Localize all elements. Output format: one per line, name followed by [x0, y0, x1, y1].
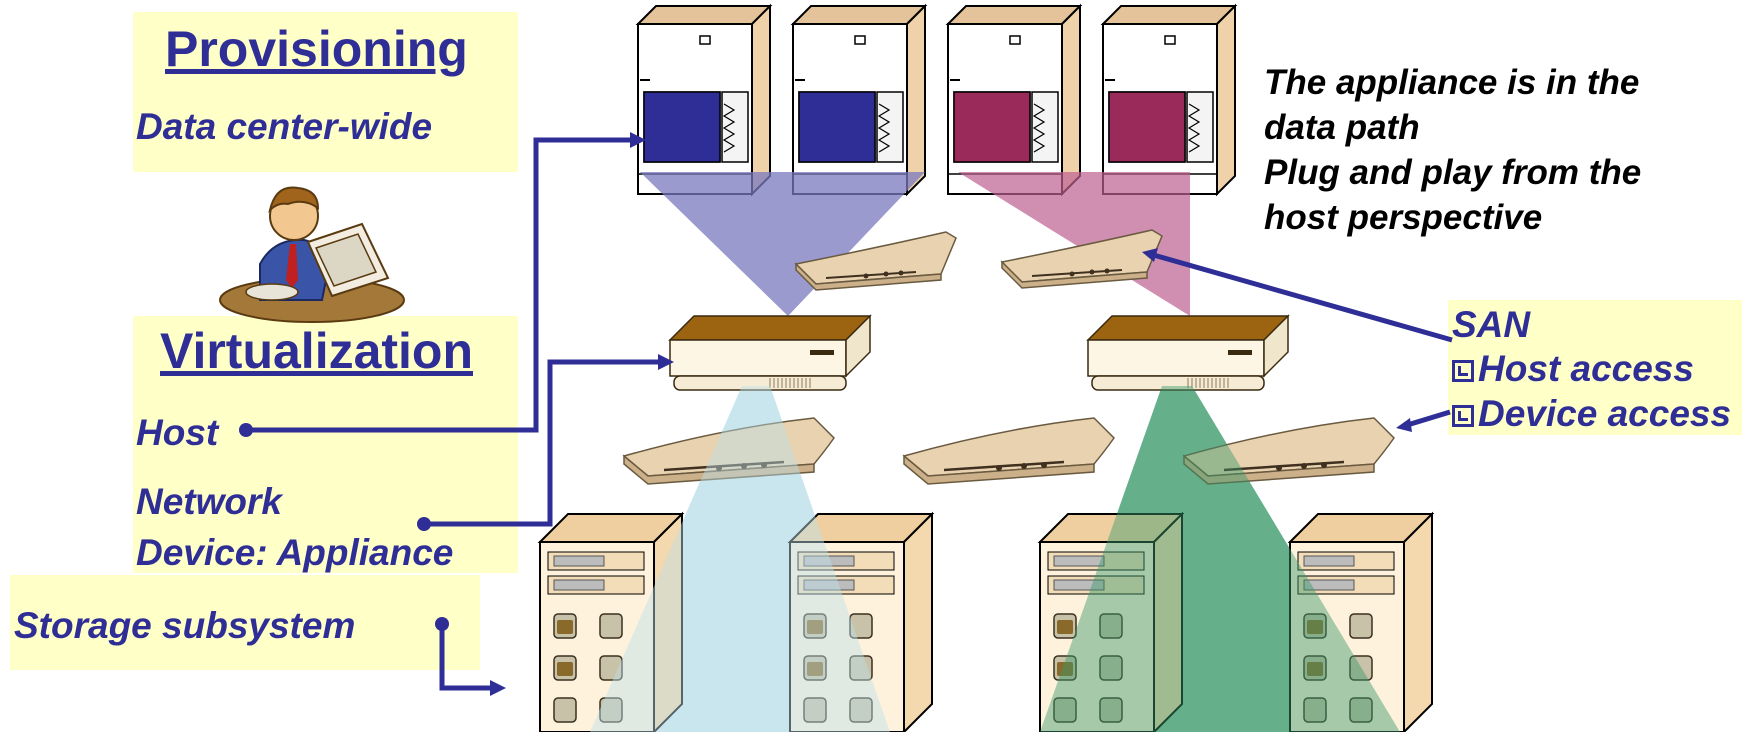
storage-box [10, 575, 480, 670]
device-access-label: Device access [1478, 393, 1732, 434]
pink-virtual-cone [958, 172, 1190, 316]
device-appliance-label: Device: Appliance [136, 532, 454, 573]
appliance-note: The appliance is in the data path Plug a… [1264, 60, 1641, 240]
san-device-access-item: Device access [1452, 395, 1731, 432]
host-2-bay [798, 91, 876, 163]
network-label: Network [136, 481, 282, 522]
virtualization-heading: Virtualization [160, 323, 474, 379]
provisioning-box [133, 12, 518, 172]
host-connector [246, 137, 632, 433]
host-4-bay [1108, 91, 1186, 163]
administrator-clipart-icon [219, 186, 405, 323]
provisioning-heading: Provisioning [165, 21, 468, 77]
green-cone-overlay [1040, 386, 1400, 732]
note-line-4: host perspective [1264, 198, 1543, 237]
san-box [1448, 300, 1742, 435]
note-line-2: data path [1264, 108, 1420, 147]
san-host-access-connector [1149, 251, 1453, 343]
san-switch-lower-2 [902, 416, 1116, 486]
host-access-label: Host access [1478, 348, 1694, 389]
note-line-1: The appliance is in the [1264, 63, 1640, 102]
host-1-bay [643, 91, 721, 163]
host-label: Host [136, 412, 219, 453]
provisioning-scope-label: Data center-wide [136, 106, 433, 147]
appliance-right [1087, 315, 1289, 391]
network-connector [424, 359, 660, 527]
storage-subsystem-label: Storage subsystem [14, 605, 356, 646]
storage-connector [439, 624, 492, 691]
appliance-left [669, 315, 871, 391]
san-host-access-item: Host access [1452, 350, 1694, 387]
san-title: SAN [1452, 304, 1531, 345]
checkbox-icon [1452, 360, 1474, 382]
note-line-3: Plug and play from the [1264, 153, 1642, 192]
lightblue-cone-overlay [590, 386, 890, 732]
host-3-bay [953, 91, 1031, 163]
checkbox-icon [1452, 405, 1474, 427]
virtualization-box [133, 316, 518, 573]
blue-virtual-cone [640, 172, 925, 316]
san-device-access-connector [1403, 409, 1451, 429]
